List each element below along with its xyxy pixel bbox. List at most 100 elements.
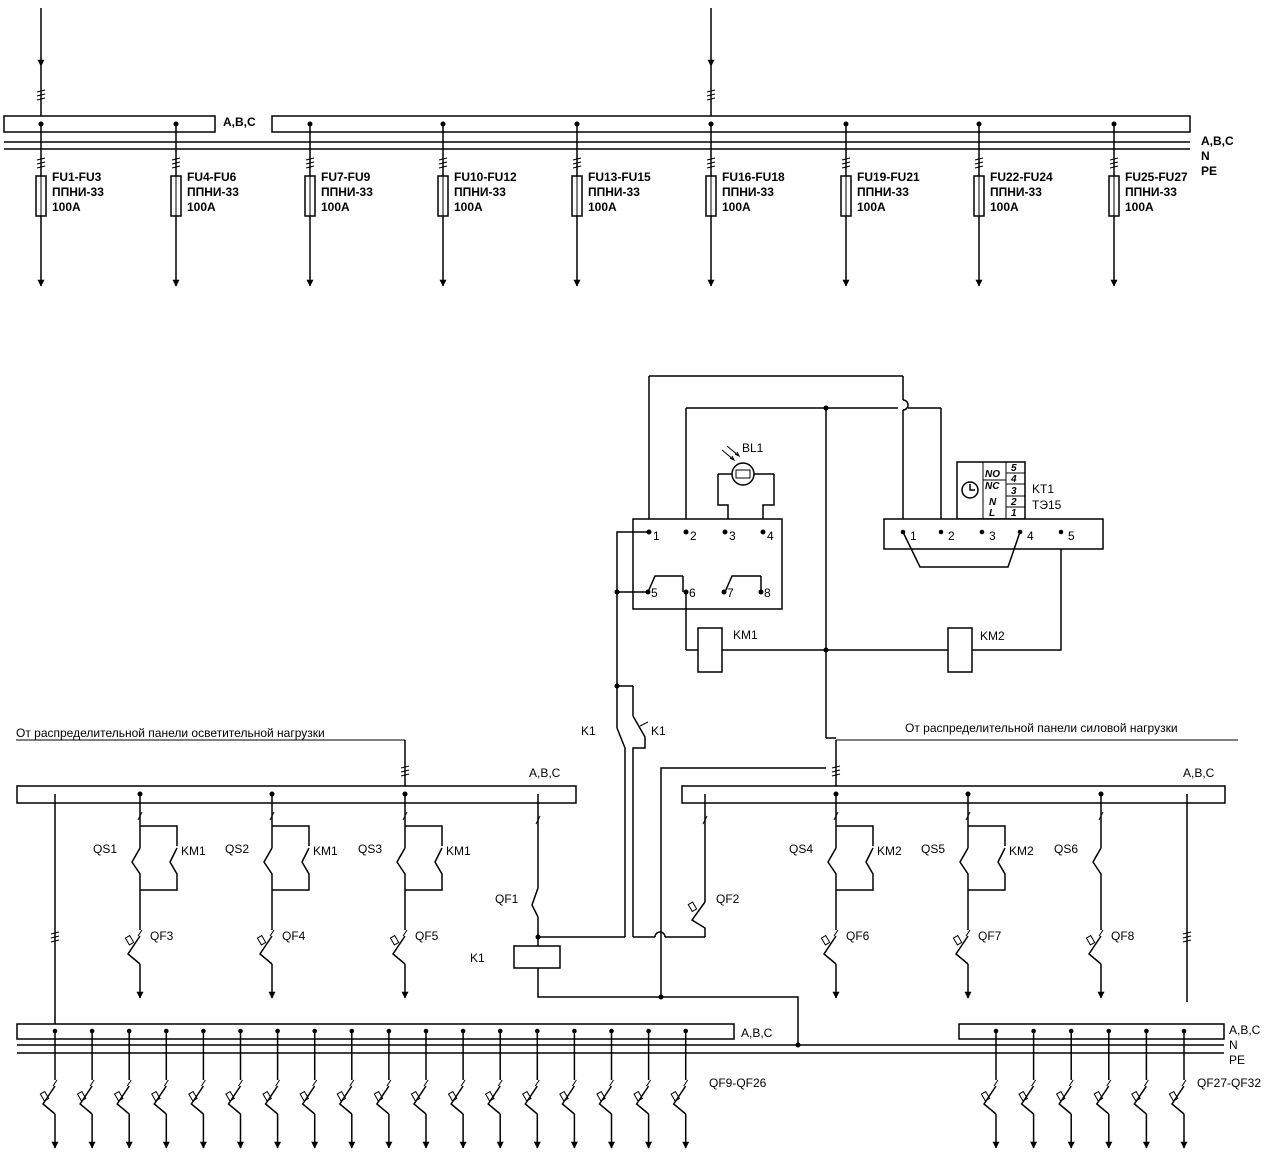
breaker-outgoing [559, 1028, 578, 1149]
breaker-outgoing [262, 1028, 282, 1149]
qf-label: QF5 [415, 929, 439, 943]
fuse-type: ППНИ-33 [454, 185, 506, 199]
breaker-outgoing [1131, 1028, 1150, 1149]
timer-terminal-label: 1 [910, 529, 917, 543]
terminal-dot [938, 529, 944, 535]
side-label-abc: A,B,C [1201, 134, 1234, 148]
timer-terminal-label: 2 [948, 529, 955, 543]
kt1-contact-l: L [989, 508, 995, 519]
qs-label: QS4 [789, 842, 813, 856]
km-label: KM1 [446, 844, 471, 858]
fuse-name: FU19-FU21 [857, 170, 920, 184]
breaker-outgoing [113, 1028, 133, 1149]
km-label: KM1 [313, 844, 338, 858]
breaker-outgoing [151, 1028, 170, 1149]
bottom-left-bus-label: A,B,C [741, 1026, 773, 1040]
right-source-label: От распределительной панели силовой нагр… [905, 721, 1178, 735]
fuse-type: ППНИ-33 [52, 185, 104, 199]
fuse-name: FU22-FU24 [990, 170, 1053, 184]
coil-k1 [513, 945, 561, 969]
bottom-right-bus [958, 1023, 1225, 1040]
terminal-dot [760, 529, 766, 535]
terminal-dot [683, 529, 689, 535]
relay-terminal-label: 2 [690, 529, 697, 543]
timer-kt1-body [956, 461, 1026, 520]
breaker-outgoing [410, 1028, 430, 1149]
breaker-outgoing [188, 1028, 207, 1149]
fuse-rating: 100A [1125, 200, 1154, 214]
fuse-name: FU16-FU18 [722, 170, 785, 184]
breaker-outgoing [336, 1028, 356, 1149]
qf-label: QF6 [846, 929, 870, 943]
kt1-label: KT1 [1032, 482, 1054, 496]
fuse-name: FU10-FU12 [454, 170, 517, 184]
bottom-right-group-label: QF27-QF32 [1197, 1076, 1261, 1090]
top-panel: A,B,C A,B,C N PE FU1-FU3ППНИ-33100AFU4-F… [3, 8, 1234, 287]
kt1-contact-n: N [989, 497, 997, 508]
clock-icon [961, 481, 979, 499]
kt1-contact-nc: NC [985, 481, 1000, 492]
relay-terminal-label: 1 [653, 529, 660, 543]
breaker-outgoing [1018, 1028, 1038, 1149]
fuse-rating: 100A [187, 200, 216, 214]
kt1-pin: 5 [1011, 463, 1017, 474]
breaker-outgoing [373, 1028, 393, 1149]
photo-relay-block [632, 518, 783, 610]
qf1-label: QF1 [495, 892, 519, 906]
coil-km2-label: KM2 [980, 629, 1005, 643]
breaker-outgoing [670, 1028, 690, 1149]
breaker-outgoing [633, 1028, 653, 1149]
fuse-name: FU7-FU9 [321, 170, 371, 184]
k1-contact-label: K1 [651, 724, 666, 738]
breaker-outgoing [484, 1028, 504, 1149]
fuse-type: ППНИ-33 [588, 185, 640, 199]
fuse-name: FU13-FU15 [588, 170, 651, 184]
km-label: KM2 [1009, 844, 1034, 858]
breaker-outgoing [1055, 1028, 1075, 1149]
breaker-outgoing [1093, 1028, 1113, 1149]
fuse-name: FU1-FU3 [52, 170, 102, 184]
fuse-rating: 100A [454, 200, 483, 214]
timer-terminal-label: 5 [1068, 529, 1075, 543]
qf2-label: QF2 [716, 892, 740, 906]
fuse-rating: 100A [722, 200, 751, 214]
kt1-pin: 3 [1011, 486, 1017, 497]
breaker-outgoing [522, 1028, 541, 1149]
qf-label: QF7 [978, 929, 1002, 943]
qf-label: QF8 [1111, 929, 1135, 943]
relay-terminal-label: 3 [729, 529, 736, 543]
fuse-rating: 100A [588, 200, 617, 214]
side-label-n: N [1201, 149, 1210, 163]
breaker-outgoing [299, 1028, 319, 1149]
terminal-dot [1058, 529, 1064, 535]
qs-label: QS6 [1054, 842, 1078, 856]
bottom-right-bus-label-n: N [1229, 1038, 1238, 1052]
qs-label: QS1 [93, 842, 117, 856]
coil-km2 [947, 627, 973, 673]
qf-label: QF4 [282, 929, 306, 943]
left-source-label: От распределительной панели осветительно… [16, 726, 325, 740]
bottom-left-bus [16, 1023, 735, 1040]
fuse-rating: 100A [52, 200, 81, 214]
breaker-outgoing [447, 1028, 467, 1149]
qs-label: QS3 [358, 842, 382, 856]
lower-left-bus [16, 785, 577, 804]
coil-k1-label: K1 [470, 951, 485, 965]
qs-label: QS5 [921, 842, 945, 856]
terminal-dot [979, 529, 985, 535]
bus-label: A,B,C [223, 115, 256, 129]
relay-terminal-label: 8 [764, 586, 771, 600]
kt1-pin: 4 [1010, 474, 1017, 485]
fuse-type: ППНИ-33 [857, 185, 909, 199]
relay-terminal-label: 5 [651, 586, 658, 600]
